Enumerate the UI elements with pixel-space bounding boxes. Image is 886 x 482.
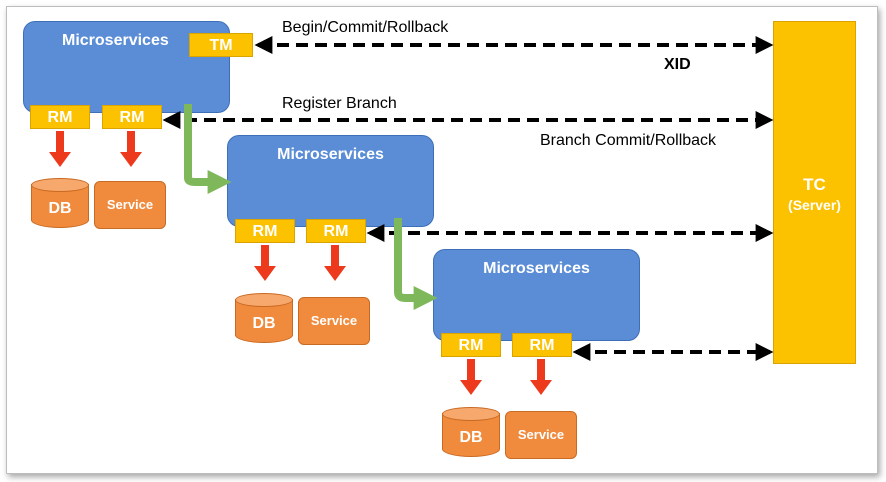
rm-tag-2a: RM [235,219,295,243]
tc-title: TC [803,175,826,194]
rm-tag-2b: RM [306,219,366,243]
rm-tag-3a: RM [441,333,501,357]
db-cylinder-1: DB [31,178,89,230]
label-register-branch: Register Branch [282,95,397,112]
call-arrow-3a [460,359,482,395]
red-call-arrows [49,131,552,395]
call-arrow-3b [530,359,552,395]
rm-tag-1a: RM [30,105,90,129]
tc-subtitle: (Server) [788,197,841,213]
tc-server: TC (Server) [773,21,856,364]
service-box-3: Service [505,411,577,459]
call-arrow-2b [324,245,346,281]
call-arrow-2a [254,245,276,281]
label-begin-commit-rollback: Begin/Commit/Rollback [282,19,449,36]
microservice-label-2: Microservices [277,146,384,163]
microservice-box-2: Microservices [227,135,434,227]
call-arrow-1a [49,131,71,167]
flow-arrow-1-to-2 [184,104,232,194]
label-xid: XID [664,56,691,73]
call-arrow-1b [120,131,142,167]
microservice-label-3: Microservices [483,260,590,277]
label-branch-commit-rollback: Branch Commit/Rollback [540,132,717,149]
rm-tag-1b: RM [102,105,162,129]
db-cylinder-3: DB [442,407,500,459]
service-box-2: Service [298,297,370,345]
rm-tag-3b: RM [512,333,572,357]
flow-arrow-2-to-3 [394,218,438,310]
tm-tag: TM [189,33,253,57]
microservice-label-1: Microservices [62,32,169,49]
db-cylinder-2: DB [235,293,293,345]
service-box-1: Service [94,181,166,229]
